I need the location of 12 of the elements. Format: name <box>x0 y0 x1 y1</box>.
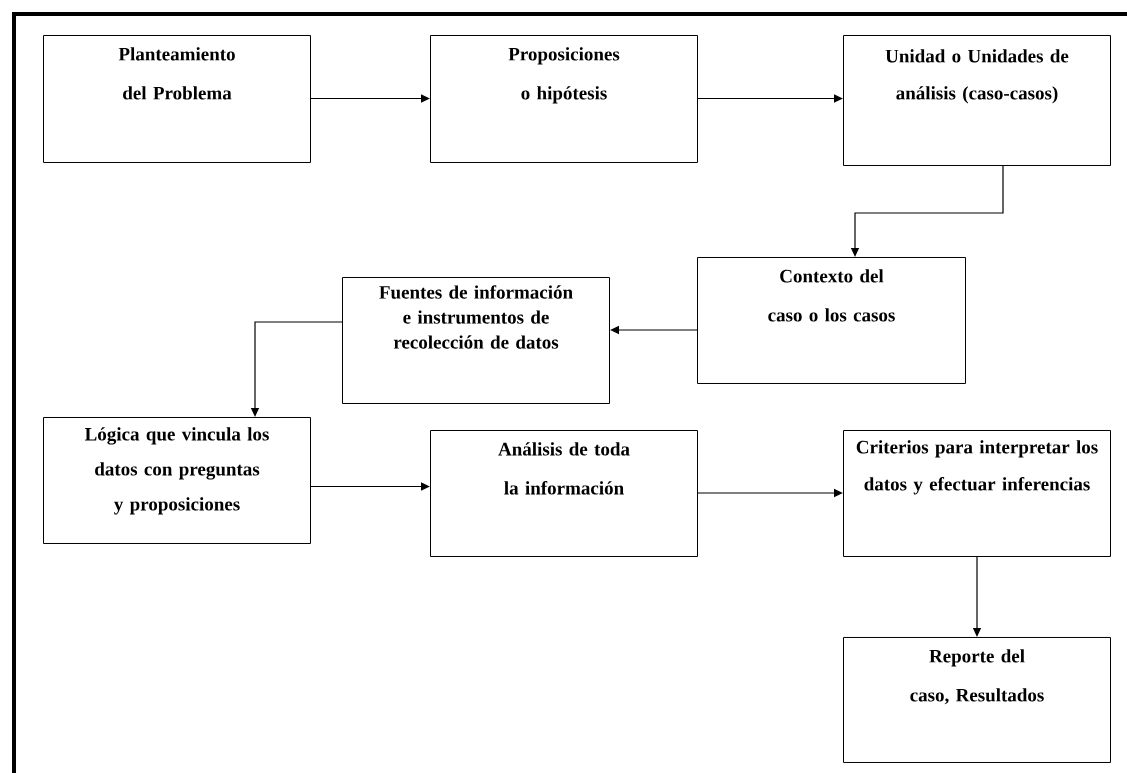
process-box: Lógica que vincula los datos con preguntas y proposiciones <box>43 417 311 544</box>
process-box: Unidad o Unidades de análisis (caso-casos) <box>843 35 1111 166</box>
arrow <box>310 482 430 491</box>
process-box: Criterios para interpretar los datos y efectuar inferencias <box>843 430 1111 557</box>
process-box: Reporte del caso, Resultados <box>843 637 1111 763</box>
process-box: Planteamiento del Problema <box>43 35 311 163</box>
arrow <box>697 94 843 103</box>
process-box: Análisis de toda la información <box>430 430 698 557</box>
process-box: Proposiciones o hipótesis <box>430 35 698 163</box>
process-box: Fuentes de información e instrumentos de recolección de datos <box>342 277 610 404</box>
process-box: Contexto del caso o los casos <box>697 257 966 384</box>
arrow <box>310 94 430 103</box>
